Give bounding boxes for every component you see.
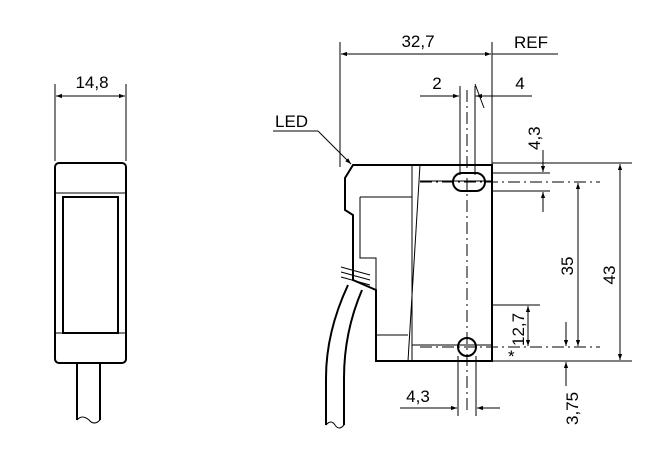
label-dim-12-7: 12,7 <box>509 313 528 346</box>
label-dim-43: 43 <box>600 266 619 285</box>
side-face-slant <box>407 164 421 362</box>
label-length: 32,7 <box>401 32 434 51</box>
ref-slant <box>474 83 485 109</box>
front-view: 14,8 <box>54 73 127 424</box>
side-cable-break <box>325 421 345 429</box>
label-led: LED <box>275 112 308 131</box>
label-asterisk: * <box>508 347 515 366</box>
side-cable-right <box>343 289 363 425</box>
grip-rib-2 <box>340 271 371 281</box>
label-dim-3-75: 3,75 <box>563 392 582 425</box>
label-ref: REF <box>514 33 548 52</box>
front-lens <box>62 196 119 334</box>
grip-rib-1 <box>340 266 371 276</box>
label-dim-35: 35 <box>558 257 577 276</box>
grip-rib-3 <box>340 276 371 286</box>
label-dim-4-3-bottom: 4,3 <box>406 387 430 406</box>
label-dim-4-3-top: 4,3 <box>525 126 544 150</box>
label-dim-4: 4 <box>515 74 524 93</box>
label-dim-2: 2 <box>432 74 441 93</box>
front-housing <box>54 162 127 364</box>
side-cable-left <box>325 284 349 425</box>
label-width-front: 14,8 <box>75 73 108 92</box>
led-leader <box>317 130 352 165</box>
front-cable-break <box>76 416 101 424</box>
side-view: LED 32,7 REF 2 4 4,3 43 35 <box>273 32 632 429</box>
side-inner-contour <box>359 196 412 336</box>
